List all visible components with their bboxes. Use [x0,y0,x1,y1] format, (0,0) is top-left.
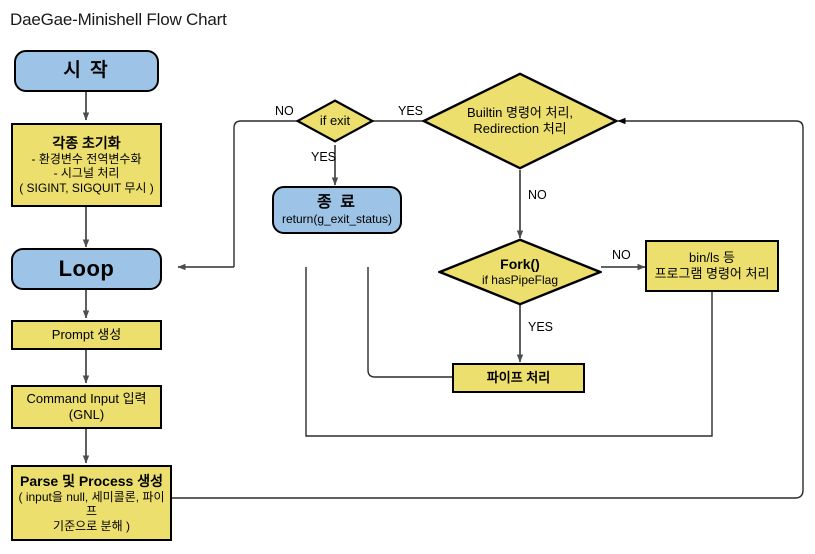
node-builtin-line1: Builtin 명령어 처리, [466,104,574,120]
node-prompt[interactable]: Prompt 생성 [11,320,162,350]
node-program-command[interactable]: bin/ls 등 프로그램 명령어 처리 [645,240,779,292]
node-builtin[interactable]: Builtin 명령어 처리, Redirection 처리 [422,72,618,170]
node-command-input[interactable]: Command Input 입력 (GNL) [11,385,162,429]
node-command-input-title: Command Input 입력 [26,391,147,407]
node-builtin-line2: Redirection 처리 [473,121,567,136]
node-fork-title: Fork() [500,255,540,272]
node-init-title: 각종 초기화 [52,134,121,151]
node-pipe-label: 파이프 처리 [486,370,551,386]
edge-label-fork-yes: YES [528,320,554,334]
edge-label-builtin-yes: YES [398,104,424,118]
node-if-exit-label: if exit [319,112,351,128]
edge-label-if-exit-no: NO [275,104,294,118]
node-program-command-line1: bin/ls 등 [689,250,735,266]
page-title: DaeGae-Minishell Flow Chart [10,10,227,29]
node-init-line2: - 환경변수 전역변수화 [31,151,142,166]
node-start-label: 시 작 [63,60,110,82]
node-parse-line2: ( input을 null, 세미콜론, 파이프 [18,489,165,519]
node-if-exit[interactable]: if exit [296,99,374,143]
node-parse[interactable]: Parse 및 Process 생성 ( input을 null, 세미콜론, … [11,465,172,541]
node-pipe[interactable]: 파이프 처리 [452,363,585,393]
node-parse-title: Parse 및 Process 생성 [20,472,163,489]
node-exit-sub: return(g_exit_status) [281,212,393,227]
node-exit-title: 종 료 [317,193,357,211]
node-init-line3: - 시그널 처리 [53,166,120,181]
node-loop[interactable]: Loop [11,248,162,290]
node-command-input-sub: (GNL) [68,407,105,422]
node-exit[interactable]: 종 료 return(g_exit_status) [272,186,402,234]
node-loop-label: Loop [58,255,115,281]
fork-shape [438,238,602,306]
edge-label-builtin-no: NO [528,188,547,202]
builtin-shape [422,72,618,170]
node-init[interactable]: 각종 초기화 - 환경변수 전역변수화 - 시그널 처리 ( SIGINT, S… [11,123,162,207]
node-fork-sub: if hasPipeFlag [481,273,559,288]
if-exit-shape [296,99,374,143]
node-parse-line3: 기준으로 분해 ) [53,518,130,533]
node-program-command-line2: 프로그램 명령어 처리 [654,266,770,281]
edge-parse-to-builtin-path [172,117,804,499]
node-start[interactable]: 시 작 [14,50,159,92]
edge-label-if-exit-yes: YES [311,150,337,164]
node-fork[interactable]: Fork() if hasPipeFlag [438,238,602,306]
edge-label-fork-no: NO [612,248,631,262]
node-init-line4: ( SIGINT, SIGQUIT 무시 ) [19,180,154,195]
node-prompt-label: Prompt 생성 [51,327,122,343]
